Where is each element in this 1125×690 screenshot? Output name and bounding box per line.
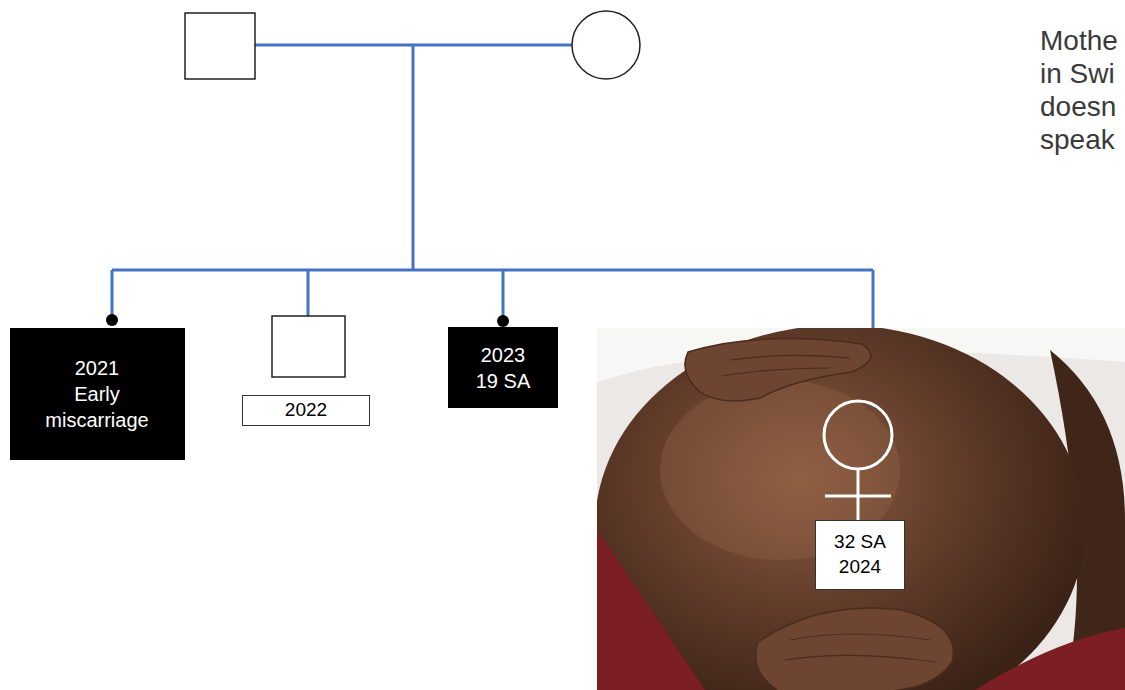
individual-line xyxy=(307,270,310,316)
box-text: 2022 xyxy=(285,398,327,423)
finger-lines xyxy=(722,355,850,376)
lower-hand xyxy=(756,608,954,690)
box-text: 2024 xyxy=(839,555,881,580)
year-box: 2022 xyxy=(242,395,370,426)
box-text: Early miscarriage xyxy=(38,381,156,433)
box-text: 2021 xyxy=(75,355,120,381)
descent-line xyxy=(412,45,415,270)
pedigree-lines xyxy=(112,45,873,328)
note-text: speak xyxy=(1040,123,1115,157)
belly-highlight xyxy=(660,380,900,560)
note-text: Mothe xyxy=(1040,24,1118,58)
note-text: doesn xyxy=(1040,90,1116,124)
belly xyxy=(597,328,1085,690)
note-text: in Swi xyxy=(1040,57,1115,91)
brother-square xyxy=(272,316,345,377)
female-symbol-bar xyxy=(825,495,891,498)
female-symbol xyxy=(824,401,892,520)
upper-hand xyxy=(685,339,871,401)
mother-circle xyxy=(572,11,640,79)
box-text: 19 SA xyxy=(476,368,530,394)
red-trousers xyxy=(975,628,1125,690)
box-text: 2023 xyxy=(481,342,526,368)
red-trousers xyxy=(597,530,705,690)
father-square xyxy=(185,13,255,79)
pregnancy-box: 32 SA2024 xyxy=(815,520,905,590)
pregnancy-loss-dot xyxy=(106,314,118,326)
miscarriage-box: 2021Early miscarriage xyxy=(10,328,185,460)
finger-lines xyxy=(785,634,935,662)
box-text: 32 SA xyxy=(834,530,886,555)
individual-line xyxy=(872,270,875,328)
female-symbol-ring xyxy=(824,401,892,469)
sibship-line xyxy=(112,269,873,272)
pregnancy-loss-dot xyxy=(497,315,509,327)
fetal-loss-box: 202319 SA xyxy=(448,327,558,408)
individual-line xyxy=(111,270,114,318)
individual-line xyxy=(502,270,505,318)
pregnancy-photo xyxy=(597,328,1125,690)
